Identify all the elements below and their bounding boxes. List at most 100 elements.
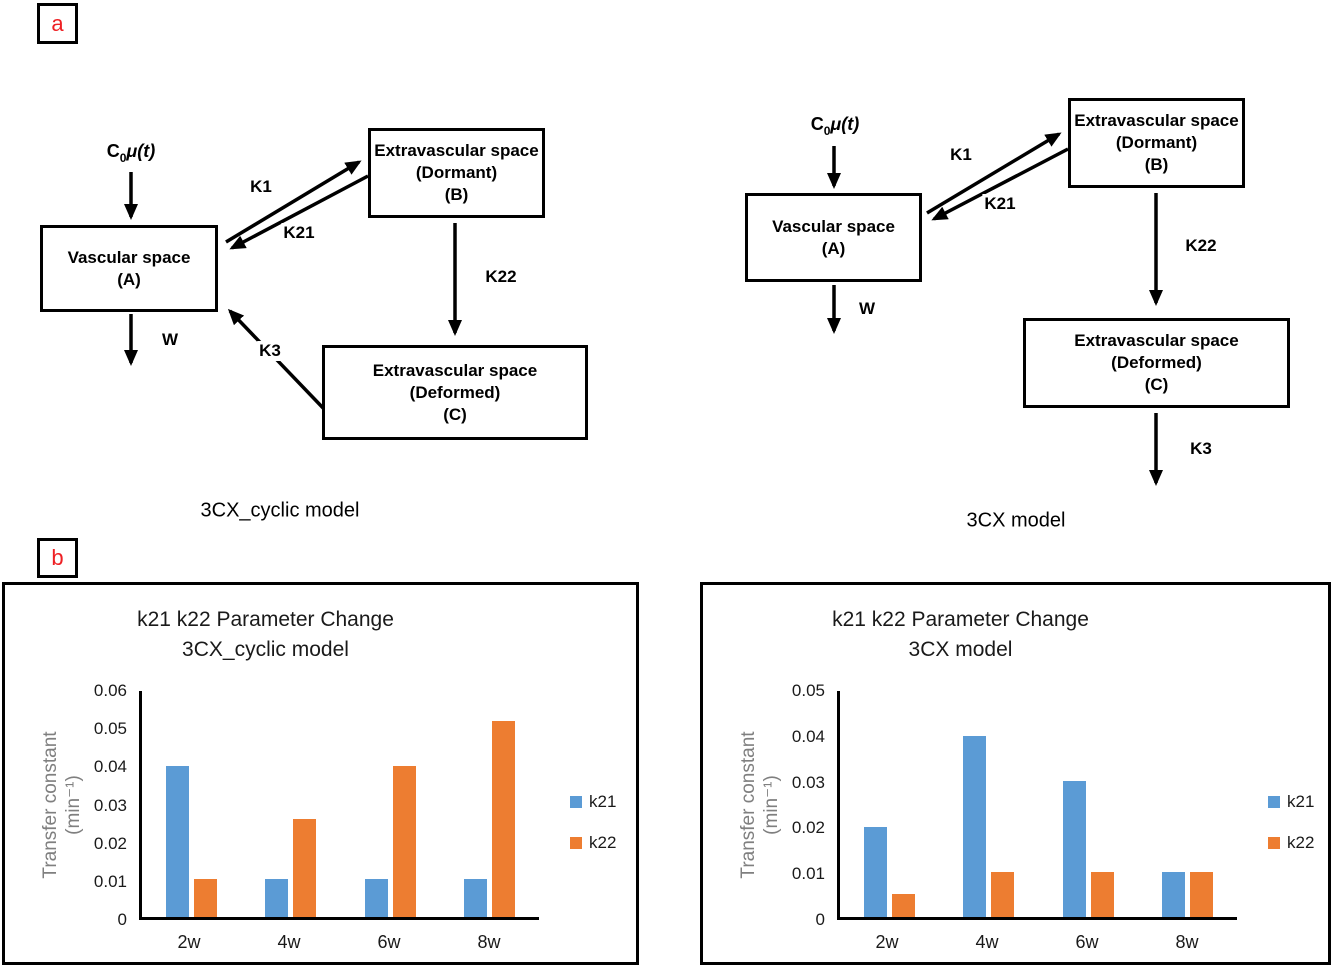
bar-k22-2w [194,879,218,917]
bar-group-4w [265,691,317,917]
rate-label-k22: K22 [483,267,519,287]
input-function-label: C0μ(t) [808,114,862,138]
input-t: (t) [137,141,156,162]
arrow-k21-2 [931,147,1069,221]
bar-k22-8w [491,721,515,917]
rate-label-k21: K21 [281,223,317,243]
arrow-k1-2 [926,132,1062,215]
bar-k22-4w [991,871,1015,917]
bar-k22-8w [1189,871,1213,917]
box-line: (Deformed) [409,382,501,402]
y-tick-label: 0.04 [93,757,127,777]
chart-title: k21 k22 Parameter Change 3CX_cyclic mode… [5,605,526,665]
x-tick-label: 2w [177,932,201,952]
panel-b-label: b [51,545,64,570]
box-line: (B) [444,185,469,204]
x-tick-label: 2w [875,932,899,952]
y-tick-label: 0.02 [791,818,825,838]
input-c: C [810,114,824,135]
legend-swatch-k21 [1268,796,1280,808]
bar-k21-4w [963,736,987,917]
bar-group-8w [463,691,515,917]
box-line: Extravascular space [1074,331,1239,350]
bar-k21-6w [364,879,388,917]
rate-label-k3: K3 [257,341,283,361]
y-tick-label: 0 [815,910,825,929]
box-vascular-space-a: Vascular space (A) [40,225,218,312]
box-extravascular-dormant-b: Extravascular space (Dormant) (B) [368,128,545,218]
bar-k22-2w [892,894,916,917]
y-tick-label: 0.06 [93,681,127,700]
legend-label-k21: k21 [589,792,617,811]
bar-group-8w [1161,691,1213,917]
legend-item-k21: k21 [1268,792,1314,812]
bar-k22-4w [293,819,317,917]
box-line: (A) [821,238,846,258]
y-tick-label: 0.05 [93,719,127,739]
input-sub: 0 [823,123,831,138]
plot-area [139,691,539,920]
diagram-caption-3cx-cyclic: 3CX_cyclic model [200,499,360,522]
bar-k21-2w [864,826,888,917]
input-t: (t) [841,114,860,135]
bar-k21-4w [265,879,289,917]
bar-group-2w [166,691,218,917]
y-tick-label: 0.03 [93,795,127,815]
arrow-k1-1 [225,160,362,244]
legend-swatch-k21 [570,796,582,808]
box-vascular-space-a: Vascular space (A) [745,193,922,282]
panel-b-label-box: b [37,538,78,578]
legend-item-k22: k22 [570,833,616,853]
bar-k21-8w [463,879,487,917]
box-line: (Dormant) [1115,133,1198,152]
box-line: (C) [443,404,467,424]
x-tick-label: 4w [277,932,301,952]
box-extravascular-dormant-b: Extravascular space (Dormant) (B) [1068,98,1245,188]
legend-item-k21: k21 [570,792,616,812]
bar-chart-3cx-cyclic: k21 k22 Parameter Change 3CX_cyclic mode… [2,582,639,965]
legend-swatch-k22 [1268,837,1280,849]
rate-label-k22: K22 [1183,236,1219,256]
rate-label-k3: K3 [1188,439,1214,459]
box-line: Extravascular space [372,360,538,380]
chart-title-line1: k21 k22 Parameter Change [832,608,1089,631]
panel-a-label-box: a [37,3,78,44]
input-mu: μ [830,114,842,135]
chart-title-line1: k21 k22 Parameter Change [137,608,394,631]
input-function-label: C0μ(t) [104,141,158,165]
bar-group-4w [963,691,1015,917]
rate-label-k1: K1 [248,177,274,197]
legend-item-k22: k22 [1268,833,1314,853]
box-line: (B) [1144,155,1169,174]
box-line: (C) [1144,375,1169,394]
box-extravascular-deformed-c: Extravascular space (Deformed) (C) [1023,318,1290,408]
y-tick-label: 0.01 [791,864,825,884]
plot-area [837,691,1237,920]
y-tick-label: 0 [117,910,127,929]
legend-label-k22: k22 [589,833,617,852]
legend: k21 k22 [570,792,616,853]
y-tick-label: 0.03 [791,772,825,792]
input-c: C [106,141,120,162]
chart-title: k21 k22 Parameter Change 3CX model [703,605,1218,665]
bar-k21-2w [166,766,190,917]
box-line: (Deformed) [1111,353,1202,372]
bar-k21-8w [1161,871,1185,917]
legend-label-k22: k22 [1287,833,1315,852]
box-line: (A) [117,269,141,289]
bar-group-6w [1062,691,1114,917]
bar-k22-6w [1090,871,1114,917]
rate-label-w: W [856,299,878,319]
y-tick-label: 0.01 [93,871,127,891]
bar-k21-6w [1062,781,1086,917]
box-line: Extravascular space [374,141,539,160]
y-tick-label: 0.04 [791,726,825,746]
bar-group-6w [364,691,416,917]
x-tick-label: 6w [377,932,401,952]
bar-chart-3cx: k21 k22 Parameter Change 3CX model Trans… [700,582,1331,965]
